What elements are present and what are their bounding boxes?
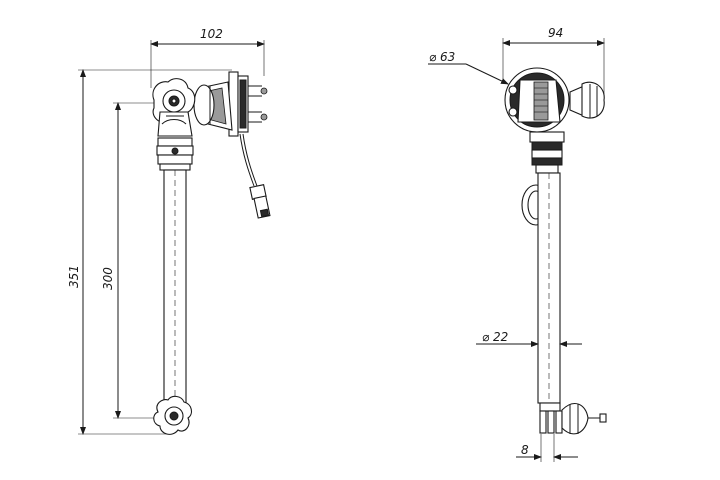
collar (156, 137, 194, 171)
dimension-label-351: 351 (67, 265, 81, 288)
ball-joint (193, 81, 233, 131)
dimension-width-left: 102 (150, 27, 265, 88)
dimension-diameter-head: ⌀ 63 (428, 50, 509, 85)
tube-left (163, 169, 187, 411)
dimension-width-right: 94 (502, 26, 605, 100)
dimension-label-94: 94 (548, 26, 563, 40)
foot-clamp (539, 402, 607, 435)
mounting-plate (228, 71, 268, 137)
dimension-label-8: 8 (521, 443, 529, 457)
tube-right (537, 172, 561, 404)
dimension-total-height: 351 (67, 69, 232, 435)
dimension-label-d63: ⌀ 63 (429, 50, 455, 64)
dimension-label-d22: ⌀ 22 (482, 330, 508, 344)
cable (239, 133, 271, 219)
lower-knob (153, 395, 193, 435)
dimension-label-300: 300 (101, 267, 115, 290)
upper-arm (157, 111, 193, 137)
left-view: 102 351 300 (67, 27, 271, 435)
right-view: 94 ⌀ 63 (428, 26, 607, 462)
dimension-diameter-tube: ⌀ 22 (476, 330, 582, 347)
dimension-foot-width: 8 (516, 434, 578, 462)
dimension-label-102: 102 (200, 27, 223, 41)
side-knob (569, 81, 605, 119)
neck-collar (529, 131, 565, 174)
head-disc (504, 67, 570, 133)
